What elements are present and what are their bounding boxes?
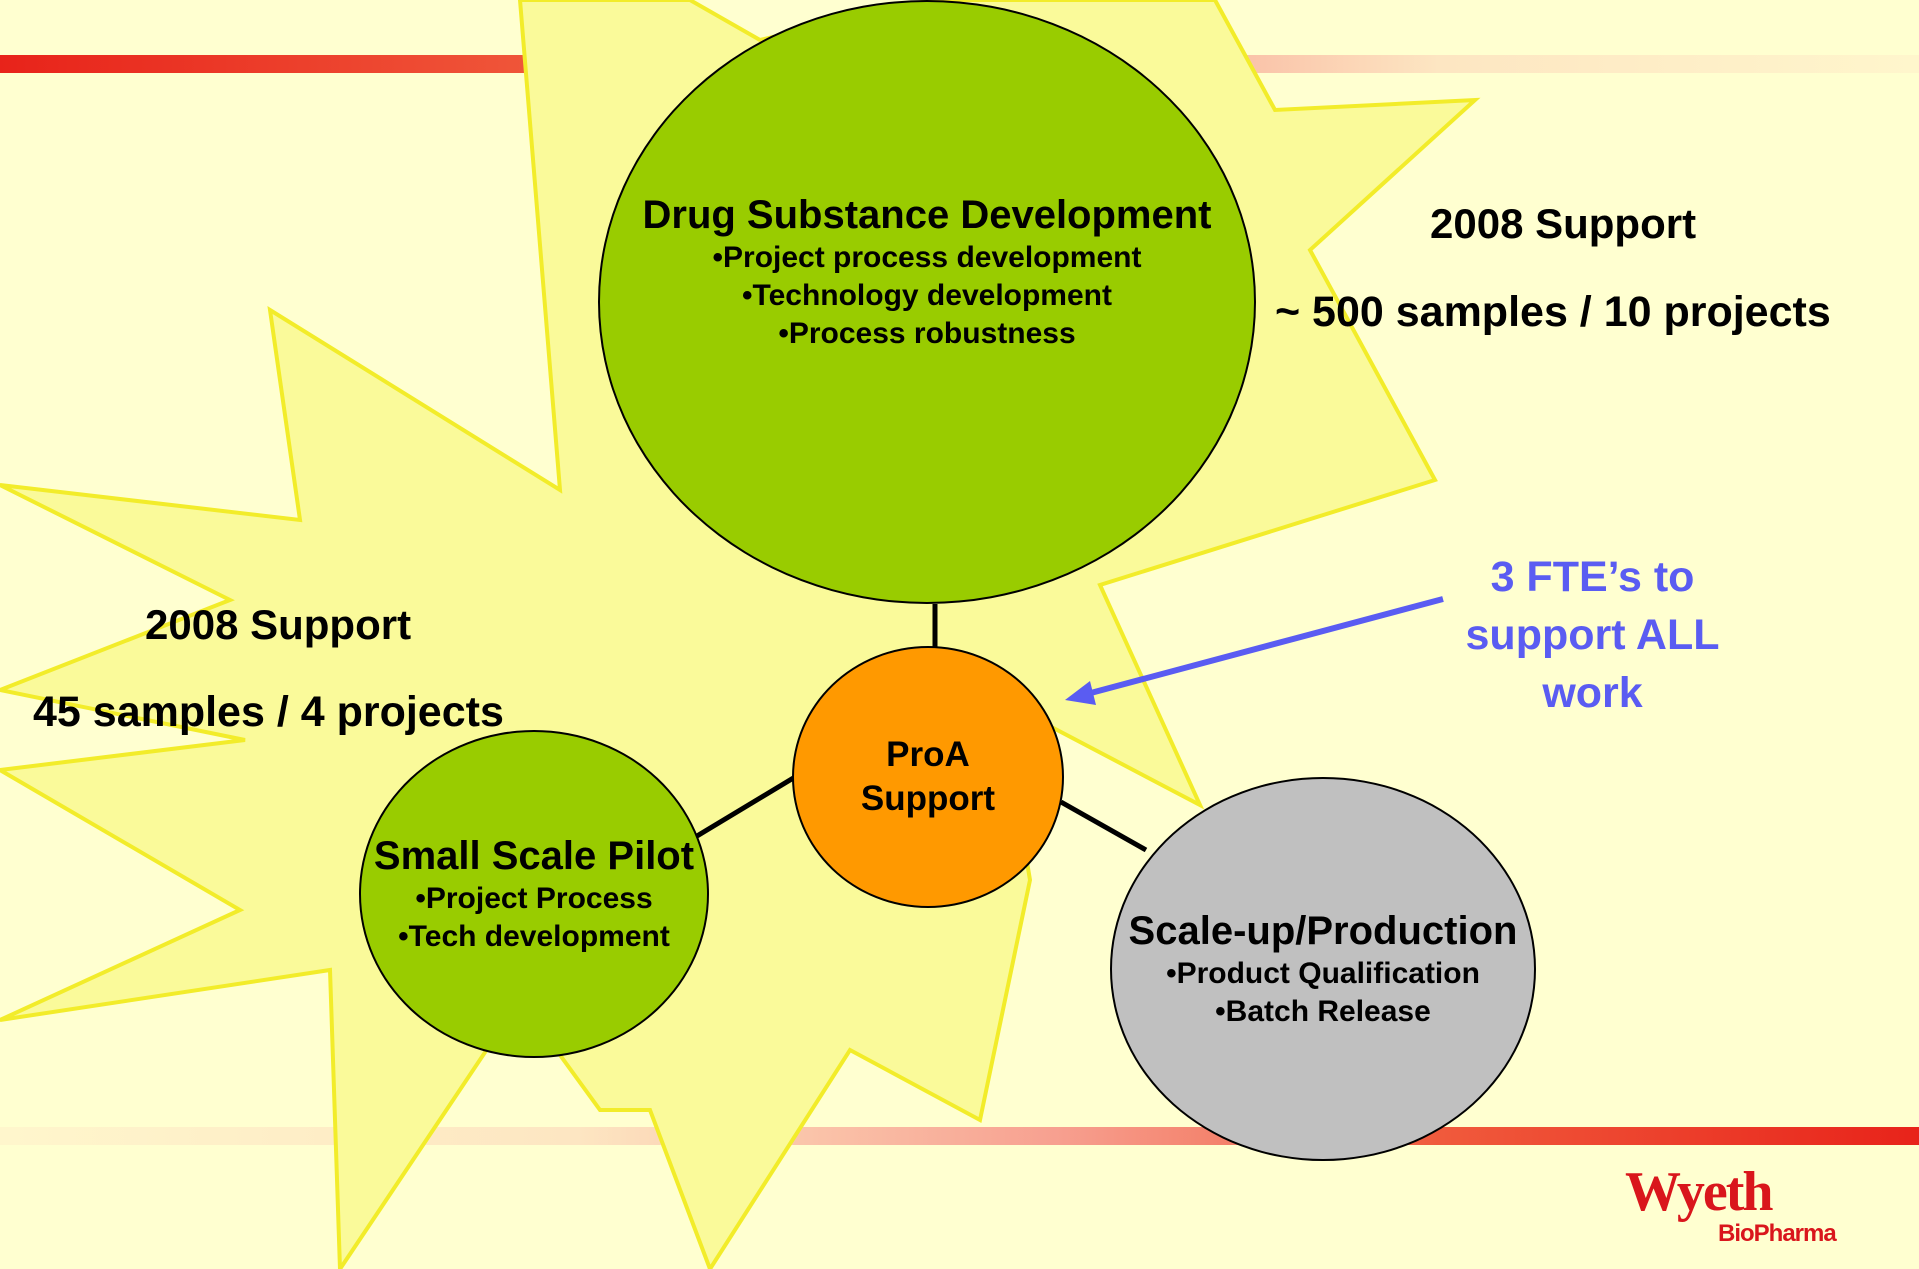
top-right-support-header: 2008 Support	[1430, 200, 1697, 247]
small-scale-item: •Project Process	[415, 882, 653, 915]
wyeth-logo: Wyeth BioPharma	[1625, 1161, 1845, 1247]
fte-annotation: 3 FTE’s to support ALL work	[1465, 553, 1720, 717]
scale-up-item: •Batch Release	[1215, 995, 1431, 1028]
scale-up-title: Scale-up/Production	[1128, 909, 1518, 953]
small-scale-items: •Project Process •Tech development	[398, 880, 670, 956]
proa-support-hub[interactable]: ProA Support	[792, 646, 1064, 908]
drug-substance-item: •Project process development	[712, 241, 1142, 274]
left-support-stats: 45 samples / 4 projects	[33, 688, 504, 736]
logo-wordmark: Wyeth	[1625, 1161, 1774, 1223]
drug-substance-item: •Process robustness	[778, 317, 1076, 350]
left-support-header: 2008 Support	[145, 601, 412, 648]
fte-arrow-head	[1065, 681, 1096, 705]
top-right-support-stats: ~ 500 samples / 10 projects	[1275, 288, 1831, 336]
drug-substance-item: •Technology development	[741, 279, 1112, 312]
small-scale-title: Small Scale Pilot	[373, 834, 695, 878]
bottom-stripe	[0, 1127, 1919, 1145]
drug-substance-items: •Project process development •Technology…	[713, 239, 1142, 353]
scale-up-item: •Product Qualification	[1166, 957, 1480, 990]
connector-scale-to-hub	[1059, 799, 1148, 853]
drug-substance-title: Drug Substance Development	[642, 193, 1212, 237]
proa-support-title: ProA Support	[860, 735, 996, 818]
fte-arrow-line	[1086, 596, 1444, 697]
drug-substance-node[interactable]: Drug Substance Development •Project proc…	[598, 0, 1256, 604]
small-scale-node[interactable]: Small Scale Pilot •Project Process •Tech…	[359, 730, 709, 1058]
connector-small-to-hub	[695, 774, 797, 839]
logo-subtitle: BioPharma	[1718, 1220, 1837, 1247]
scale-up-node[interactable]: Scale-up/Production •Product Qualificati…	[1110, 777, 1536, 1161]
scale-up-items: •Product Qualification •Batch Release	[1166, 955, 1480, 1031]
small-scale-item: •Tech development	[398, 920, 670, 953]
